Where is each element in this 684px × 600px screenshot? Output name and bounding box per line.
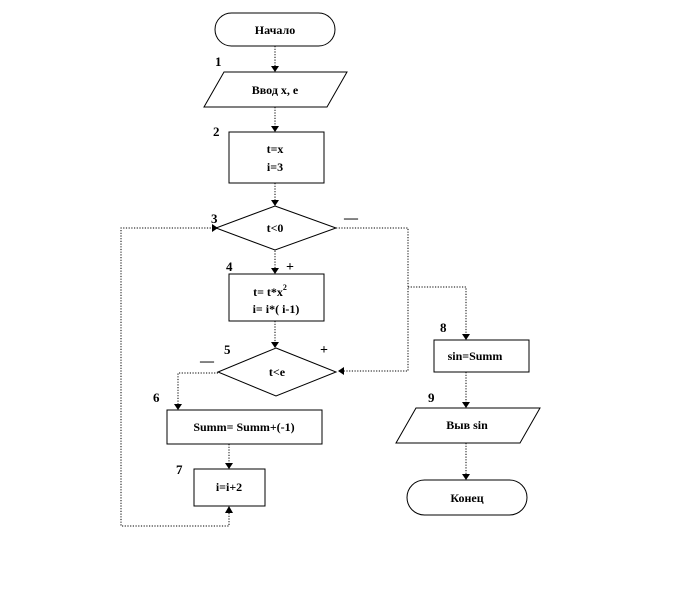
- input-block: 1 Ввод x, e: [203, 54, 348, 108]
- decision-5-yes-sign: +: [320, 343, 328, 358]
- decision-3-label: t<0: [267, 221, 284, 235]
- arrow-head: [338, 367, 344, 375]
- output-block-9: 9 Выв sin: [395, 390, 541, 444]
- connector-loop-back-to-decision3: [120, 227, 230, 527]
- block-number-1: 1: [215, 54, 222, 69]
- output-parallelogram: [395, 407, 541, 444]
- init-block: 2 t=x i=3: [213, 124, 325, 184]
- connector-to-block8: [408, 286, 467, 334]
- end-label: Конец: [450, 491, 483, 505]
- input-label: Ввод x, e: [252, 83, 299, 97]
- decision-5: 5 t<e — +: [199, 342, 338, 397]
- arrow-head: [462, 402, 470, 408]
- end-shape: [406, 479, 528, 516]
- increment-block-7: 7 i=i+2: [176, 462, 266, 507]
- arrow-head: [462, 474, 470, 480]
- assign-block-8: 8 sin=Summ: [433, 320, 530, 373]
- block-4-line-1-main: t= t*x: [253, 285, 283, 299]
- sum-block-6: 6 Summ= Summ+(-1): [153, 390, 323, 445]
- block-4-line-2: i= i*( i-1): [253, 302, 300, 316]
- block-number-2: 2: [213, 124, 220, 139]
- connector-decision5-no-to-block6: [177, 372, 218, 404]
- block-number-6: 6: [153, 390, 160, 405]
- arrow-head: [271, 200, 279, 206]
- end-terminator: Конец: [406, 479, 528, 516]
- increment-block-rect: [193, 468, 266, 507]
- arrow-head: [174, 404, 182, 410]
- decision-3-yes-sign: +: [286, 260, 294, 275]
- connectors: [120, 46, 470, 527]
- decision-3-diamond: [214, 205, 338, 251]
- block-4-line-1-sup: 2: [283, 283, 287, 292]
- start-shape: [214, 12, 336, 47]
- arrow-head: [271, 126, 279, 132]
- block-number-7: 7: [176, 462, 183, 477]
- increment-block-label: i=i+2: [216, 480, 242, 494]
- compute-block-4: 4 t= t*x2 i= i*( i-1): [226, 259, 325, 322]
- arrow-head: [462, 334, 470, 340]
- arrow-head: [271, 268, 279, 274]
- decision-3: 3 t<0 — +: [211, 205, 359, 275]
- init-rect: [228, 131, 325, 184]
- block-4-line-1: t= t*x2: [253, 283, 287, 299]
- connector-decision3-no-to-decision5: [336, 227, 409, 372]
- arrow-head: [271, 342, 279, 348]
- decision-5-diamond: [216, 347, 338, 397]
- decision-5-label: t<e: [269, 365, 286, 379]
- init-line-2: i=3: [267, 160, 283, 174]
- sum-block-label: Summ= Summ+(-1): [193, 420, 294, 434]
- block-number-9: 9: [428, 390, 435, 405]
- decision-3-no-sign: —: [343, 211, 359, 226]
- assign-block-label: sin=Summ: [448, 349, 503, 363]
- init-line-1: t=x: [267, 142, 284, 156]
- start-terminator: Начало: [214, 12, 336, 47]
- output-label: Выв sin: [446, 418, 488, 432]
- compute-block-4-rect: [228, 273, 325, 322]
- block-number-5: 5: [224, 342, 231, 357]
- start-label: Начало: [255, 23, 295, 37]
- arrow-head: [225, 463, 233, 469]
- block-number-3: 3: [211, 211, 218, 226]
- sum-block-rect: [166, 409, 323, 445]
- assign-block-rect: [433, 339, 530, 373]
- arrow-head: [271, 66, 279, 72]
- decision-5-no-sign: —: [199, 354, 215, 369]
- arrow-head: [225, 506, 233, 513]
- block-number-8: 8: [440, 320, 447, 335]
- input-parallelogram: [203, 71, 348, 108]
- block-number-4: 4: [226, 259, 233, 274]
